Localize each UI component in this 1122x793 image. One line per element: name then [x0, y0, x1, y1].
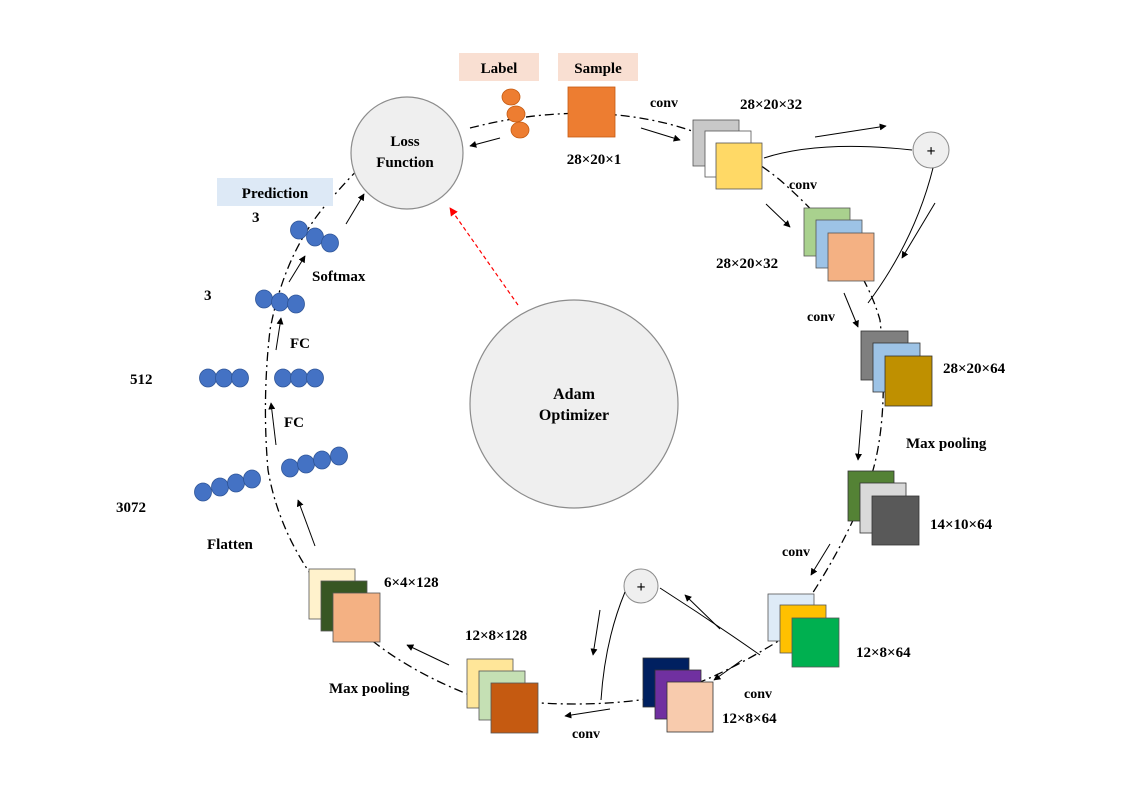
conv4-dim-label: 12×8×64	[856, 645, 911, 661]
residual2-arrow-down	[590, 609, 601, 656]
conv5-dim-label: 12×8×64	[722, 711, 777, 727]
residual2-add-node	[623, 568, 659, 604]
flatten-arrow	[296, 499, 316, 547]
optimizer-update-arrow	[449, 207, 519, 306]
residual1-skip-curve-in	[763, 145, 913, 159]
residual1-plus: +	[926, 143, 935, 160]
conv4-label: conv	[782, 545, 810, 560]
loss-label-line1: Loss	[390, 134, 419, 150]
conv6-label: conv	[572, 727, 600, 742]
sample-header: Sample	[574, 61, 622, 77]
main-cycle-path	[264, 112, 884, 705]
prediction-header: Prediction	[242, 186, 309, 202]
conv3-dim-label: 28×20×64	[943, 361, 1006, 377]
conv5-feature-map-stack	[642, 657, 714, 733]
input-dim-label: 28×20×1	[567, 152, 622, 168]
conv1-feature-map-stack	[692, 119, 763, 190]
pool1-dim-label: 14×10×64	[930, 517, 993, 533]
conv3-label: conv	[807, 310, 835, 325]
label-header: Label	[481, 61, 518, 77]
residual2-skip-curve-in	[659, 587, 761, 656]
maxpool2-arrow	[406, 644, 450, 666]
fc2-arrow	[275, 317, 284, 351]
conv1-arrow	[640, 127, 681, 142]
residual1-arrow-down	[901, 202, 936, 259]
residual2-skip-curve-out	[600, 591, 626, 701]
softmax-dim-label: 3	[252, 210, 260, 226]
conv6-feature-map-stack	[466, 658, 539, 734]
prediction-to-loss-arrow	[345, 193, 365, 225]
flatten-label: Flatten	[207, 537, 253, 553]
sample-header-box	[558, 53, 638, 81]
prediction-header-box	[217, 178, 333, 206]
softmax-label: Softmax	[312, 269, 366, 285]
residual1-arrow-top	[814, 123, 887, 138]
pool1-feature-map-stack	[847, 470, 920, 546]
pool2-dim-label: 6×4×128	[384, 575, 439, 591]
adam-optimizer-node	[469, 299, 679, 509]
adam-label-line2: Optimizer	[539, 407, 609, 424]
residual1-add-node	[912, 131, 950, 169]
input-sample-square	[567, 86, 616, 138]
conv2-dim-label: 28×20×32	[716, 256, 778, 272]
fc1-arrow	[268, 402, 277, 446]
conv3-arrow	[843, 292, 859, 328]
fc2-nodes	[255, 289, 305, 314]
softmax-nodes	[290, 220, 339, 253]
conv1-label: conv	[650, 96, 678, 111]
label-to-loss-arrow	[469, 137, 501, 148]
conv5-arrow	[713, 659, 743, 681]
conv6-dim-label: 12×8×128	[465, 628, 527, 644]
loss-label-line2: Function	[376, 155, 434, 171]
conv1-dim-label: 28×20×32	[740, 97, 802, 113]
label-header-box	[459, 53, 539, 81]
maxpool1-arrow	[855, 409, 863, 461]
fc1-dim-label: 512	[130, 372, 153, 388]
conv4-feature-map-stack	[767, 593, 840, 668]
flatten-nodes-left	[194, 469, 261, 502]
fc1-nodes-right	[274, 368, 324, 388]
loss-function-node	[350, 96, 464, 210]
flatten-nodes-right	[281, 446, 348, 478]
label-nodes	[501, 88, 530, 139]
pool2-feature-map-stack	[308, 568, 381, 643]
conv6-arrow	[564, 708, 611, 719]
maxpool2-label: Max pooling	[329, 681, 410, 697]
fc1-label: FC	[284, 415, 304, 431]
fc2-label: FC	[290, 336, 310, 352]
residual1-skip-curve-out	[867, 167, 934, 304]
conv5-label: conv	[744, 687, 772, 702]
adam-label-line1: Adam	[553, 386, 595, 403]
conv2-label: conv	[789, 178, 817, 193]
fc1-nodes-left	[199, 368, 249, 388]
residual2-plus: +	[636, 579, 645, 596]
conv2-arrow	[765, 203, 791, 228]
conv4-arrow	[810, 543, 831, 576]
flatten-dim-label: 3072	[116, 500, 146, 516]
conv3-feature-map-stack	[860, 330, 933, 407]
maxpool1-label: Max pooling	[906, 436, 987, 452]
fc2-dim-label: 3	[204, 288, 212, 304]
conv2-feature-map-stack	[803, 207, 875, 282]
softmax-arrow	[288, 255, 306, 283]
